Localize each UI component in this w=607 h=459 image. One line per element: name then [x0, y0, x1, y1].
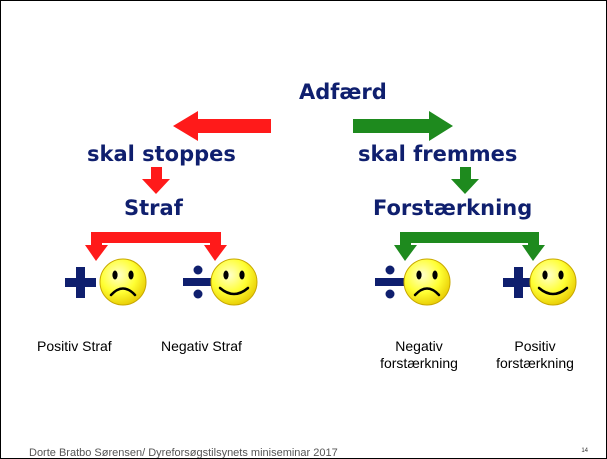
node-straf: Straf	[124, 196, 183, 220]
arrow-left-from-root	[173, 111, 271, 141]
plus-icon	[503, 267, 534, 298]
page-number: 14	[581, 448, 588, 454]
arrow-down-to-straf	[142, 167, 170, 194]
leaf-label-positiv-straf: Positiv Straf	[37, 338, 112, 354]
node-adfaerd: Adfærd	[299, 80, 387, 104]
bracket-straf	[85, 232, 227, 261]
leaf-label-line: Positiv	[514, 338, 556, 354]
leaf-label-positiv-forstaerkning: Positiv forstærkning	[483, 338, 587, 372]
leaf-label-line: forstærkning	[380, 355, 458, 371]
leaf-label-line: forstærkning	[496, 355, 574, 371]
sad-face-icon	[99, 258, 147, 306]
divide-icon	[375, 265, 405, 299]
node-skal-stoppes: skal stoppes	[87, 142, 236, 166]
leaf-label-negativ-forstaerkning: Negativ forstærkning	[369, 338, 469, 372]
bracket-forstaerkning	[394, 232, 545, 261]
sad-face-icon	[403, 258, 451, 306]
arrow-right-from-root	[353, 111, 453, 141]
plus-icon	[65, 267, 96, 298]
slide-footer: Dorte Bratbo Sørensen/ Dyreforsøgstilsyn…	[29, 447, 338, 459]
arrow-down-to-forstaerkning	[451, 167, 479, 194]
divide-icon	[183, 265, 213, 299]
node-skal-fremmes: skal fremmes	[358, 142, 518, 166]
node-forstaerkning: Forstærkning	[373, 196, 533, 220]
leaf-label-negativ-straf: Negativ Straf	[161, 338, 242, 354]
leaf-label-line: Negativ	[395, 338, 443, 354]
happy-face-icon	[529, 258, 577, 306]
happy-face-icon	[210, 258, 258, 306]
